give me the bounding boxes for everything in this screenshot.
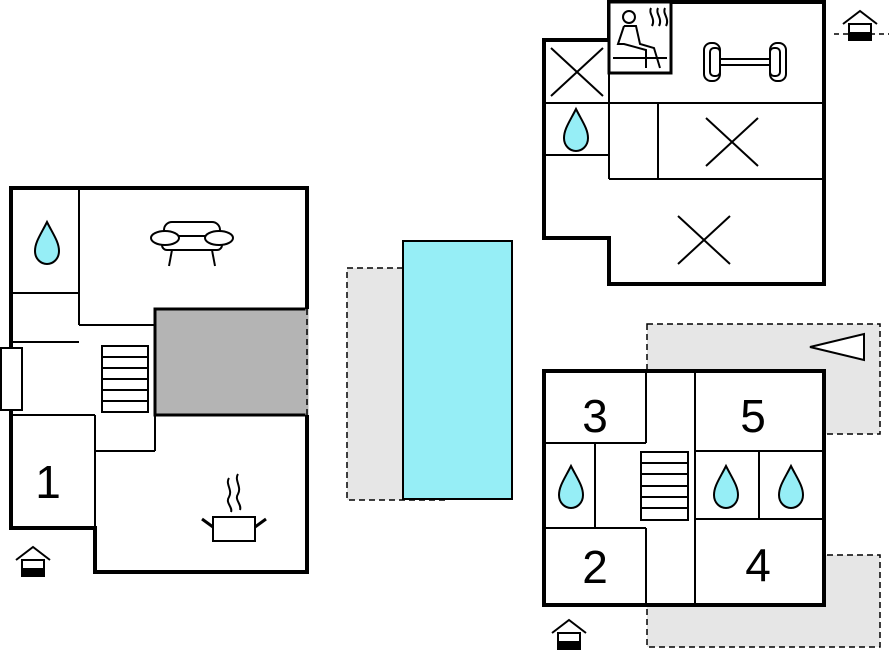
room-label-1: 1 [35,456,61,508]
bathroom-drop-icon [563,108,589,152]
gym-dumbbell-icon [703,42,787,82]
bottom-building-inner-walls [544,371,824,605]
room-label-3: 3 [582,390,608,442]
top-right-building [542,0,889,286]
sun-deck-x-icon [677,215,731,265]
room-label-2: 2 [582,541,608,593]
bottom-right-building: 3 5 2 4 [542,323,881,650]
direction-arrow-icon [809,332,865,362]
top-building-outer-wall [542,0,826,286]
kitchen-pot-icon [201,473,267,542]
left-building: 1 [0,186,309,577]
stairs-icon [640,451,689,521]
sun-deck-x-icon [705,117,759,167]
entrance-icon [551,619,587,650]
side-door [0,347,23,411]
sofa-icon [150,221,234,267]
sun-deck-x-icon [550,47,604,97]
bathroom-drop-icon [34,221,60,265]
room-label-5: 5 [740,390,766,442]
covered-area [153,307,309,417]
entrance-icon [15,546,51,577]
bottom-building-outer-wall [542,369,826,607]
pool-icon [402,240,513,500]
entrance-icon [834,10,889,41]
left-building-inner-walls [11,188,156,528]
room-label-4: 4 [745,539,771,591]
sauna-icon [607,0,673,75]
stairs-icon [101,345,149,413]
pool-area [346,240,513,501]
left-building-outer-wall [9,186,309,574]
